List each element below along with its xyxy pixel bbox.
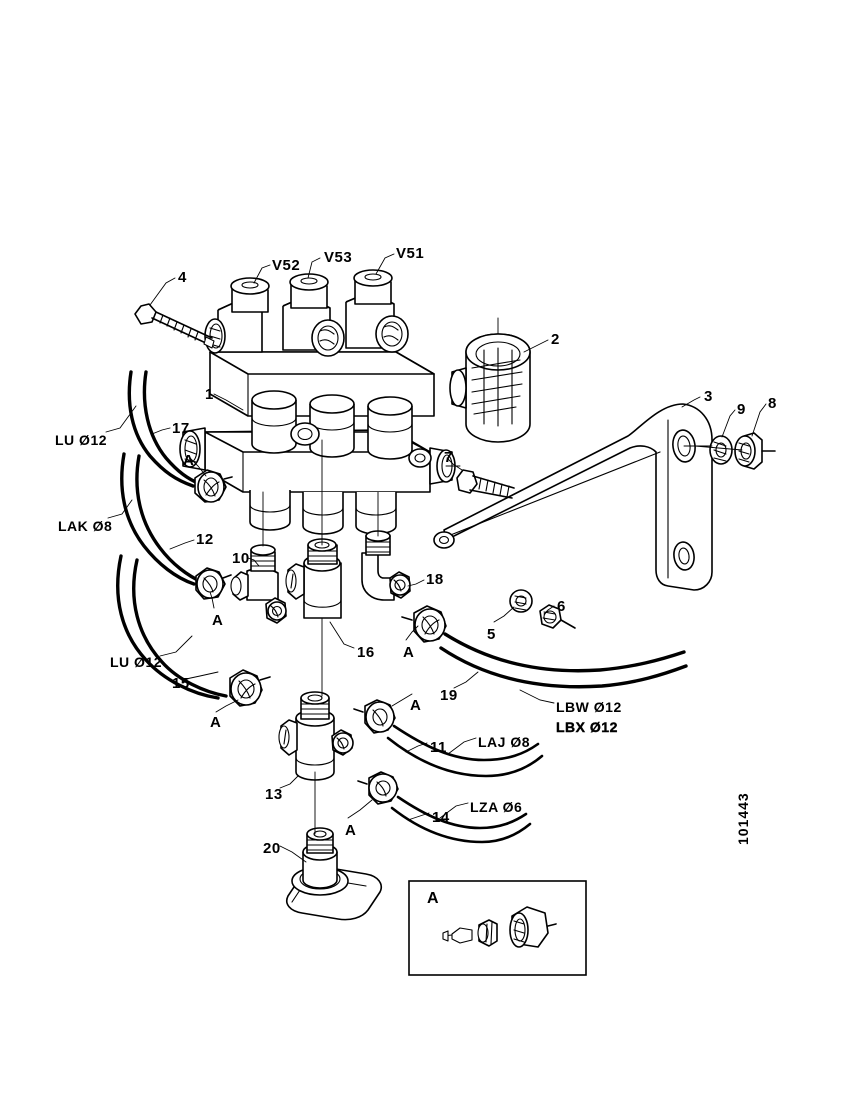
item-number-n8: 8 — [768, 395, 777, 412]
item-number-n13: 13 — [265, 786, 283, 803]
mounting-bracket-item-3 — [433, 403, 713, 591]
item-number-n2: 2 — [551, 331, 560, 348]
item-number-n19: 19 — [440, 687, 458, 704]
nut-item-6 — [539, 604, 576, 629]
solenoid-valve-v52 — [204, 277, 270, 354]
valve-label-v53: V53 — [324, 249, 353, 266]
tee-block-item-13 — [278, 691, 354, 781]
solenoid-valve-v51 — [345, 269, 409, 353]
item-number-n4: 4 — [178, 269, 187, 286]
hose-11 — [386, 724, 544, 778]
elbow-fitting-item-18 — [361, 530, 411, 601]
item-number-n6: 6 — [557, 598, 566, 615]
hose-code-lak8: LAK Ø8 — [58, 518, 113, 534]
detail-mark-a4: A — [403, 644, 415, 661]
flange-fitting-item-20 — [286, 827, 382, 921]
vertical-fitting-item-16 — [285, 538, 342, 619]
item-number-n1: 1 — [205, 386, 214, 403]
detail-a-inset-label: A — [427, 890, 440, 907]
hose-17 — [127, 370, 202, 488]
hose-code-lu12_top: LU Ø12 — [55, 432, 108, 448]
item-number-n5: 5 — [487, 626, 496, 643]
tee-fitting-item-10 — [230, 544, 287, 624]
fitting-nut-12 — [195, 567, 232, 600]
fitting-nut-14 — [357, 771, 399, 805]
ribbed-cap-item-2 — [449, 333, 531, 443]
hose-code-lza6: LZA Ø6 — [470, 799, 523, 815]
solenoid-valve-v53 — [282, 273, 345, 357]
valve-label-v51: V51 — [396, 245, 425, 262]
detail-a-exploded-fitting — [442, 906, 557, 948]
drawing-number: 101443 — [735, 792, 751, 845]
detail-mark-a2: A — [212, 612, 224, 629]
assembly-centrelines — [262, 317, 743, 835]
valve-block-body — [179, 351, 456, 535]
detail-mark-a6: A — [345, 822, 357, 839]
hose-15 — [116, 554, 228, 700]
hose-code-lbx12: LBX Ø12 — [556, 719, 618, 735]
hose-code-laj8: LAJ Ø8 — [478, 734, 531, 750]
nut-item-8 — [734, 432, 776, 470]
item-number-n3: 3 — [704, 388, 713, 405]
washer-item-9 — [709, 435, 733, 465]
hose-14 — [390, 795, 532, 844]
detail-a-inset-box — [408, 880, 587, 976]
left-port-boss — [179, 427, 206, 471]
bolt-item-7 — [456, 469, 515, 499]
item-number-n12: 12 — [196, 531, 214, 548]
hose-code-lu12_mid: LU Ø12 — [110, 654, 163, 670]
item-number-n10: 10 — [232, 550, 250, 567]
valve-label-v52: V52 — [272, 257, 301, 274]
bolt-item-4 — [134, 303, 215, 349]
item-number-n16: 16 — [357, 644, 375, 661]
hose-12 — [120, 452, 204, 586]
item-number-n14: 14 — [432, 809, 450, 826]
item-number-n7: 7 — [444, 449, 453, 466]
fitting-nut-15 — [229, 669, 271, 707]
detail-mark-a3: A — [210, 714, 222, 731]
leader-lines — [105, 253, 767, 863]
fitting-nut-17 — [194, 469, 233, 503]
washer-item-5 — [509, 589, 533, 613]
hose-19 — [439, 632, 688, 689]
item-number-n15: 15 — [172, 675, 190, 692]
detail-mark-a5: A — [410, 697, 422, 714]
item-number-n17: 17 — [172, 420, 190, 437]
item-number-n18: 18 — [426, 571, 444, 588]
item-number-n9: 9 — [737, 401, 746, 418]
fitting-nut-11 — [353, 699, 396, 734]
hose-code-lbw12: LBW Ø12 — [556, 699, 622, 715]
detail-mark-a1: A — [183, 452, 195, 469]
item-number-n11: 11 — [430, 739, 447, 756]
item-number-n20: 20 — [263, 840, 281, 857]
fitting-nut-19 — [401, 605, 447, 643]
